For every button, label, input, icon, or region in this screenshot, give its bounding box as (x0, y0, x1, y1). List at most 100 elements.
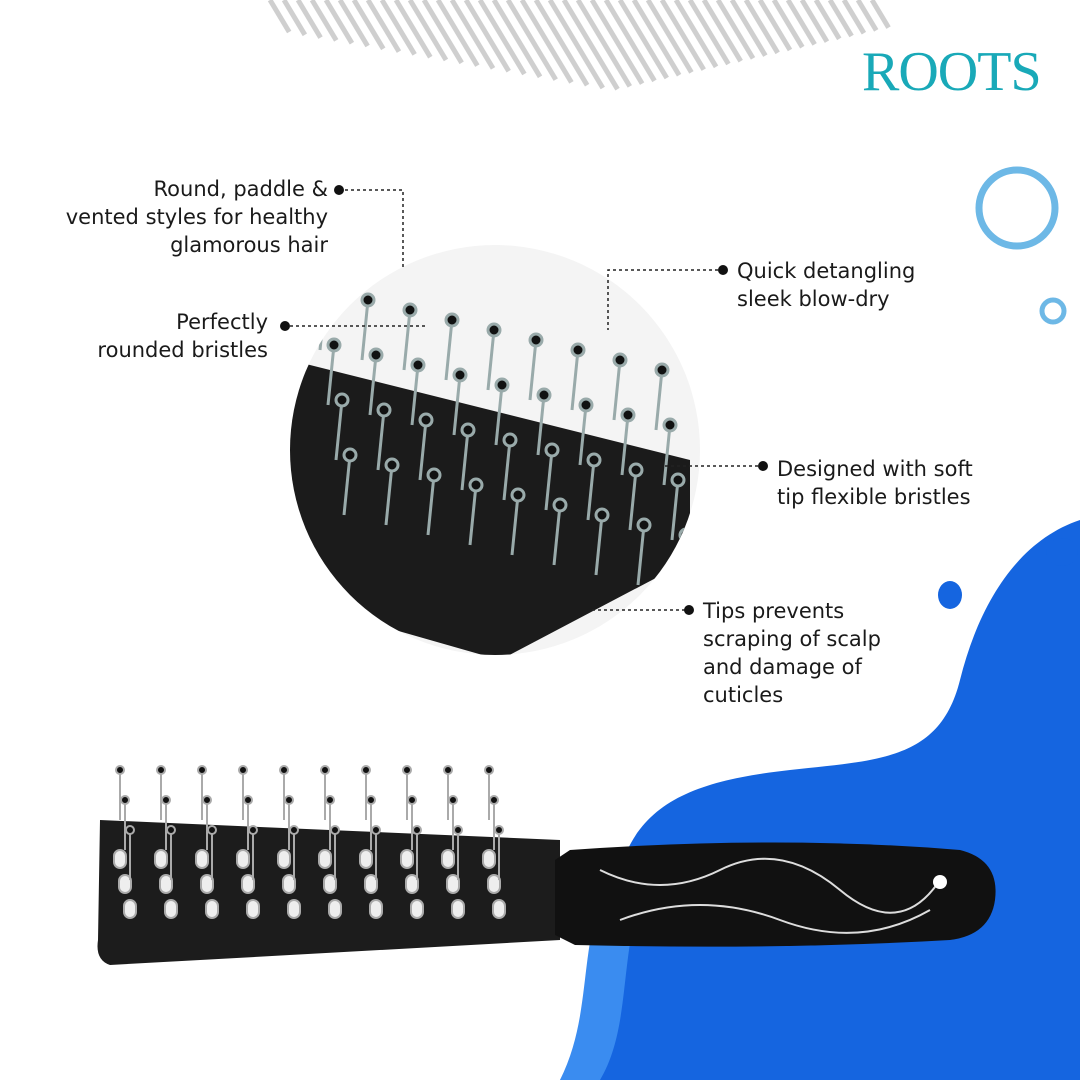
bristle-tip (460, 422, 476, 438)
bristle-tip (628, 462, 644, 478)
hatch-line (715, 0, 756, 60)
vent-hole (400, 849, 414, 869)
hatch-line (435, 0, 480, 67)
bristle-tip (453, 825, 463, 835)
bristle-tip (197, 765, 207, 775)
hatch-line (379, 0, 417, 56)
vent-hole (164, 899, 178, 919)
bristle-tip (486, 322, 502, 338)
bristle (662, 424, 672, 486)
bristle (494, 384, 504, 446)
bristle-tip (662, 417, 678, 433)
bristle-tip (342, 447, 358, 463)
hatch-line (799, 0, 830, 43)
hatch-line (757, 0, 793, 52)
bristle (594, 514, 604, 576)
hatch-line (449, 0, 496, 70)
vent-hole (118, 874, 132, 894)
bristle-tip (334, 392, 350, 408)
vent-hole (154, 849, 168, 869)
hatch-line (785, 0, 817, 46)
bristle-tip (452, 367, 468, 383)
vent-hole (359, 849, 373, 869)
bristle-tip (444, 312, 460, 328)
bristle (468, 484, 478, 546)
bristle (628, 469, 638, 531)
callout-line: and damage of (703, 655, 862, 679)
vent-hole (241, 874, 255, 894)
callout-line: cuticles (703, 683, 784, 707)
hatch-line (771, 0, 805, 49)
bristle (486, 329, 496, 391)
callout-line: glamorous hair (170, 233, 328, 257)
callout-line: tip flexible bristles (777, 485, 971, 509)
bristle-tip (120, 795, 130, 805)
bristle-tip (402, 302, 418, 318)
bristle-tip (536, 387, 552, 403)
bristle-tip (156, 765, 166, 775)
bristle (368, 354, 378, 416)
vent-hole (364, 874, 378, 894)
bristle-tip (248, 825, 258, 835)
hatch-line (659, 0, 706, 71)
bristle (360, 299, 370, 361)
hatch-line (855, 0, 879, 32)
bristle-tip (528, 332, 544, 348)
hatch-line (575, 0, 632, 88)
bristle (342, 454, 352, 516)
hatch-line (365, 0, 402, 53)
hatch-line (813, 0, 842, 41)
vent-hole (323, 874, 337, 894)
vent-hole (369, 899, 383, 919)
vent-hole (200, 874, 214, 894)
bristle (410, 364, 420, 426)
callout-tips: Tips prevents scraping of scalp and dama… (703, 597, 881, 709)
bristle-tip (243, 795, 253, 805)
callout-dot (280, 321, 290, 331)
bristle-tip (552, 497, 568, 513)
callout-line: Quick detangling (737, 259, 916, 283)
vent-hole (123, 899, 137, 919)
bristle-tip (443, 765, 453, 775)
bristle (402, 309, 412, 371)
bristle (502, 439, 512, 501)
hatch-line (463, 0, 511, 73)
bristle-tip (402, 765, 412, 775)
leader-lines (290, 189, 758, 611)
bristle-tip (578, 397, 594, 413)
hatch-line (561, 0, 620, 91)
bristle-tip (161, 795, 171, 805)
brush-closeup (290, 282, 694, 655)
bristle (620, 414, 630, 476)
bristle-tip (407, 795, 417, 805)
vent-hole (487, 874, 501, 894)
bristle-tip (360, 292, 376, 308)
splash-drop (1046, 538, 1078, 566)
bristle-tip (494, 825, 504, 835)
hatch-line (729, 0, 768, 57)
vent-hole (410, 899, 424, 919)
bristle-tip (284, 795, 294, 805)
bristle-tip (670, 472, 686, 488)
hatch-line (631, 0, 682, 77)
bristle-tip (289, 825, 299, 835)
hatch-pattern: /* placeholder */ (267, 0, 891, 91)
hatch-line (477, 0, 527, 76)
bristle-tip (115, 765, 125, 775)
bristle (510, 494, 520, 556)
callout-line: rounded bristles (97, 338, 268, 362)
hatch-line (841, 0, 867, 35)
vent-hole (451, 899, 465, 919)
bristle-tip (320, 765, 330, 775)
bristle-tip (612, 352, 628, 368)
hatch-line (267, 0, 292, 34)
bristle-tip (366, 795, 376, 805)
callout-line: Tips prevents (703, 599, 845, 623)
bristle (426, 474, 436, 536)
vent-hole (236, 849, 250, 869)
bristle-tip (502, 432, 518, 448)
callout-line: Round, paddle & (153, 177, 328, 201)
bristle-tip (448, 795, 458, 805)
vent-hole (205, 899, 219, 919)
bristle (678, 534, 688, 596)
